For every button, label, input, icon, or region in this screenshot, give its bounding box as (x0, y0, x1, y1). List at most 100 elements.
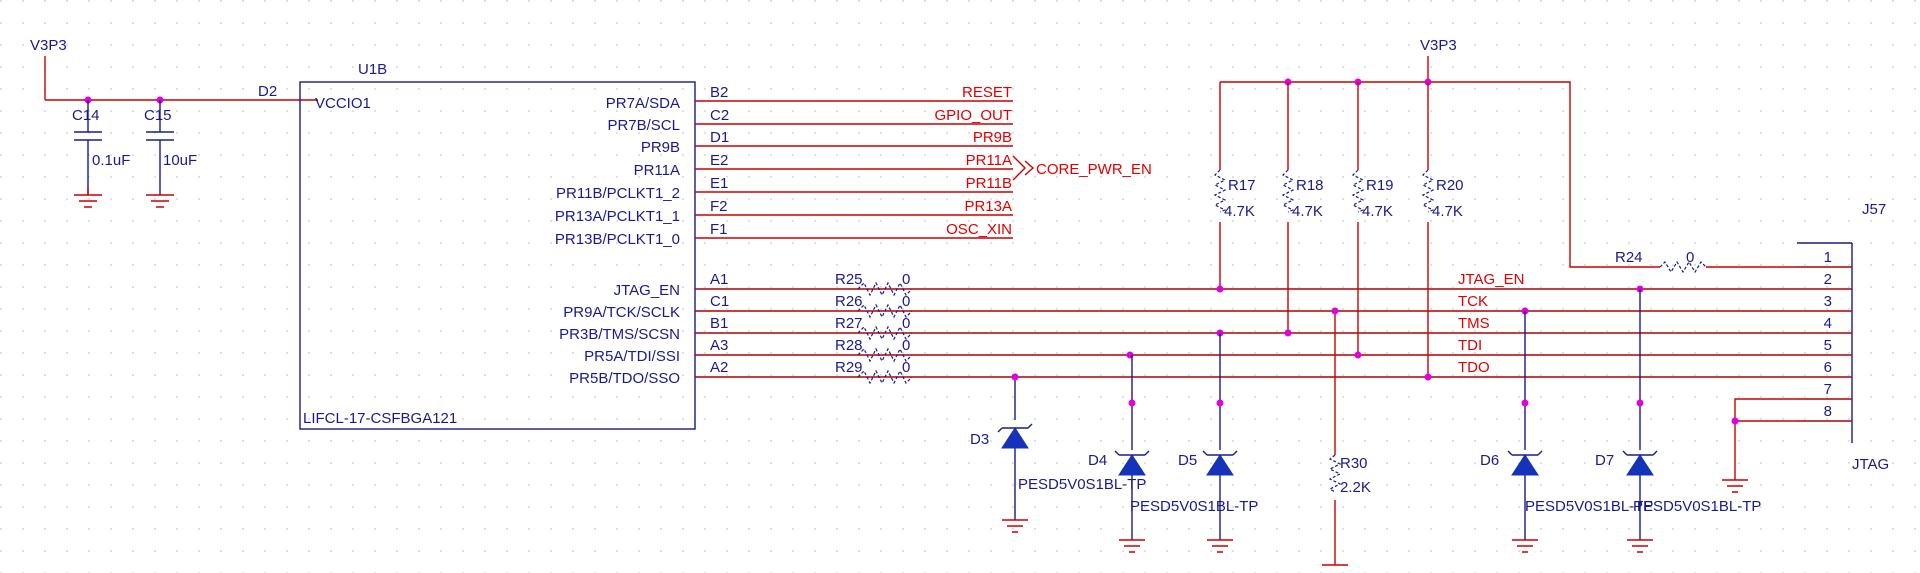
connector-ground-wire (1734, 398, 1797, 480)
ic-pin-name: PR9B (641, 139, 680, 156)
capacitor-c14[interactable]: C14 0.1uF (72, 100, 130, 208)
ground-symbol (1722, 479, 1748, 493)
diode-ref: D7 (1595, 452, 1614, 469)
res-value: 4.7K (1224, 203, 1255, 220)
pin-ball: E2 (710, 152, 728, 169)
res-value: 0 (902, 293, 910, 310)
net-label: TDO (1458, 359, 1490, 376)
junction (1216, 285, 1224, 293)
capacitor-c15[interactable]: C15 10uF (144, 100, 197, 208)
pin-ball: C1 (710, 293, 729, 310)
resistor-r27[interactable]: R27 0 (835, 315, 913, 341)
diode-part: PESD5V0S1BL-TP (1130, 498, 1258, 515)
net-label: JTAG_EN (1458, 271, 1524, 288)
ic-body (299, 81, 696, 430)
ic-pin-name: JTAG_EN (614, 282, 680, 299)
pin-ball: D1 (710, 129, 729, 146)
port-label: CORE_PWR_EN (1036, 161, 1152, 178)
connector-j57[interactable]: J57 JTAG 1 2 3 4 5 6 7 8 (1797, 201, 1889, 473)
cap-value: 0.1uF (92, 152, 130, 169)
resistor-r29[interactable]: R29 0 (835, 359, 913, 385)
connector-pin: 4 (1824, 315, 1832, 332)
resistor-r20[interactable]: R20 4.7K (1421, 82, 1464, 377)
ic-part-number: LIFCL-17-CSFBGA121 (303, 410, 457, 427)
net-label: OSC_XIN (946, 221, 1012, 238)
power-label-right: V3P3 (1420, 37, 1457, 54)
pin-ball: F1 (710, 221, 728, 238)
res-value: 4.7K (1362, 203, 1393, 220)
diode-ref: D5 (1178, 452, 1197, 469)
port-arrow (1024, 160, 1035, 176)
pin-ball: A1 (710, 271, 728, 288)
diode-ref: D3 (970, 431, 989, 448)
resistor-r18[interactable]: R18 4.7K (1281, 82, 1324, 333)
ic-pin-name: PR5A/TDI/SSI (584, 348, 680, 365)
res-ref: R25 (835, 271, 863, 288)
connector-pin: 3 (1824, 293, 1832, 310)
pin-ball: E1 (710, 175, 728, 192)
diode-d5[interactable]: D5 PESD5V0S1BL-TP (1130, 333, 1258, 553)
ic-pin-name: PR13A/PCLKT1_1 (555, 208, 680, 225)
net-label: PR13A (964, 198, 1012, 215)
pin-ball: A2 (710, 359, 728, 376)
diode-d6[interactable]: D6 PESD5V0S1BL-TP (1480, 311, 1653, 553)
junction (1731, 417, 1739, 425)
res-value: 0 (902, 315, 910, 332)
res-ref: R17 (1228, 177, 1256, 194)
junction (1636, 399, 1644, 407)
res-value: 4.7K (1432, 203, 1463, 220)
power-rail-right (1220, 81, 1660, 268)
connector-pin: 2 (1824, 271, 1832, 288)
net-label: GPIO_OUT (934, 107, 1012, 124)
connector-pin: 1 (1824, 249, 1832, 266)
junction (1354, 351, 1362, 359)
cap-ref: C14 (72, 107, 100, 124)
resistor-r25[interactable]: R25 0 (835, 271, 913, 297)
diode-ref: D6 (1480, 452, 1499, 469)
junction (1284, 329, 1292, 337)
pin-ball: F2 (710, 198, 728, 215)
net-label-d2: D2 (258, 83, 277, 100)
ic-pin-name: PR9A/TCK/SCLK (563, 304, 680, 321)
resistor-r26[interactable]: R26 0 (835, 293, 913, 319)
junction (1331, 307, 1339, 315)
res-value: 2.2K (1340, 479, 1371, 496)
diode-d3[interactable]: D3 (970, 377, 1033, 533)
net-label: TCK (1458, 293, 1488, 310)
ic-pin-name: PR7A/SDA (606, 95, 680, 112)
res-ref: R24 (1615, 249, 1643, 266)
ic-pin-name: PR11B/PCLKT1_2 (556, 185, 680, 202)
connector-ref: J57 (1862, 201, 1886, 218)
res-ref: R26 (835, 293, 863, 310)
pin-ball: A3 (710, 337, 728, 354)
resistor-r19[interactable]: R19 4.7K (1351, 82, 1394, 355)
res-ref: R28 (835, 337, 863, 354)
ic-pin-name: PR13B/PCLKT1_0 (555, 231, 680, 248)
junction (1424, 373, 1432, 381)
cap-value: 10uF (163, 152, 197, 169)
diode-d4[interactable]: D4 PESD5V0S1BL-TP (1018, 355, 1150, 553)
diode-ref: D4 (1088, 452, 1107, 469)
power-label-left: V3P3 (30, 37, 67, 54)
res-ref: R29 (835, 359, 863, 376)
resistor-r28[interactable]: R28 0 (835, 337, 913, 363)
net-label: TMS (1458, 315, 1490, 332)
connector-pin-lines (1797, 266, 1852, 422)
diode-d7[interactable]: D7 PESD5V0S1BL-TP (1595, 289, 1761, 553)
res-ref: R20 (1436, 177, 1464, 194)
res-value: 0 (902, 359, 910, 376)
res-ref: R18 (1296, 177, 1324, 194)
bus-bracket (1012, 155, 1026, 181)
diode-part: PESD5V0S1BL-TP (1633, 498, 1761, 515)
junction (1128, 399, 1136, 407)
diode-part: PESD5V0S1BL-TP (1018, 476, 1146, 493)
ic-u1b[interactable]: U1B LIFCL-17-CSFBGA121 VCCIO1 PR7A/SDA P… (299, 61, 696, 430)
resistor-r30[interactable]: R30 2.2K (1322, 311, 1371, 566)
net-label: TDI (1458, 337, 1482, 354)
resistor-r17[interactable]: R17 4.7K (1213, 82, 1256, 289)
connector-pin: 5 (1824, 337, 1832, 354)
resistor-r24[interactable]: R24 0 (1615, 249, 1797, 274)
pin-ball: B1 (710, 315, 728, 332)
junction (1521, 399, 1529, 407)
